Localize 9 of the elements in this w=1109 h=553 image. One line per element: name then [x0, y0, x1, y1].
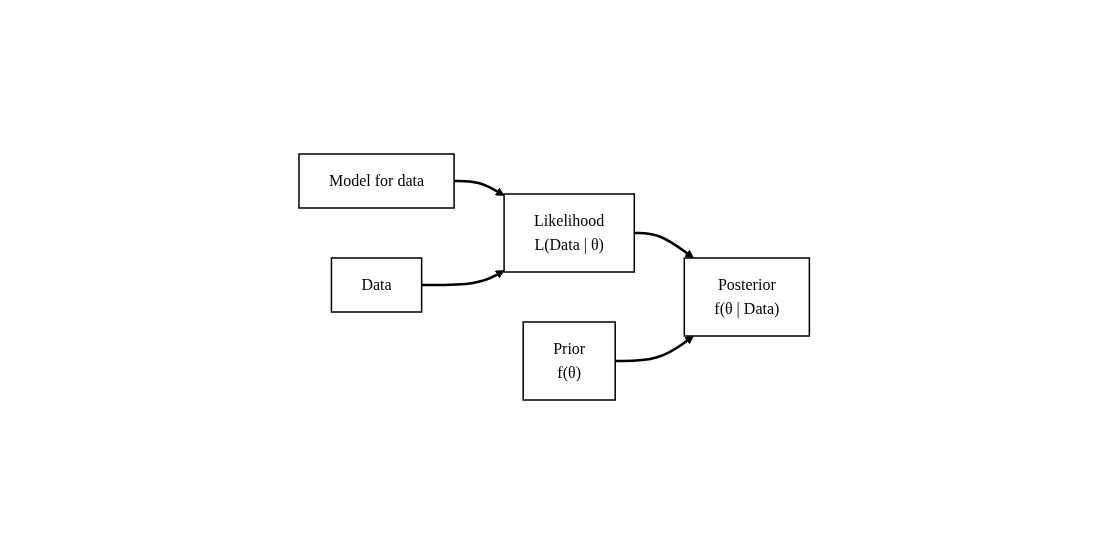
- node-box: Likelihood L(Data | θ): [503, 192, 636, 273]
- node-box: Data: [331, 256, 423, 313]
- arrow: [634, 231, 695, 258]
- node-box: Prior f(θ): [522, 320, 617, 401]
- node-box: Model for data: [298, 152, 456, 209]
- arrow: [615, 335, 695, 362]
- node-box: Posterior f(θ | Data): [683, 256, 811, 337]
- arrow: [454, 179, 505, 196]
- arrow: [421, 269, 505, 286]
